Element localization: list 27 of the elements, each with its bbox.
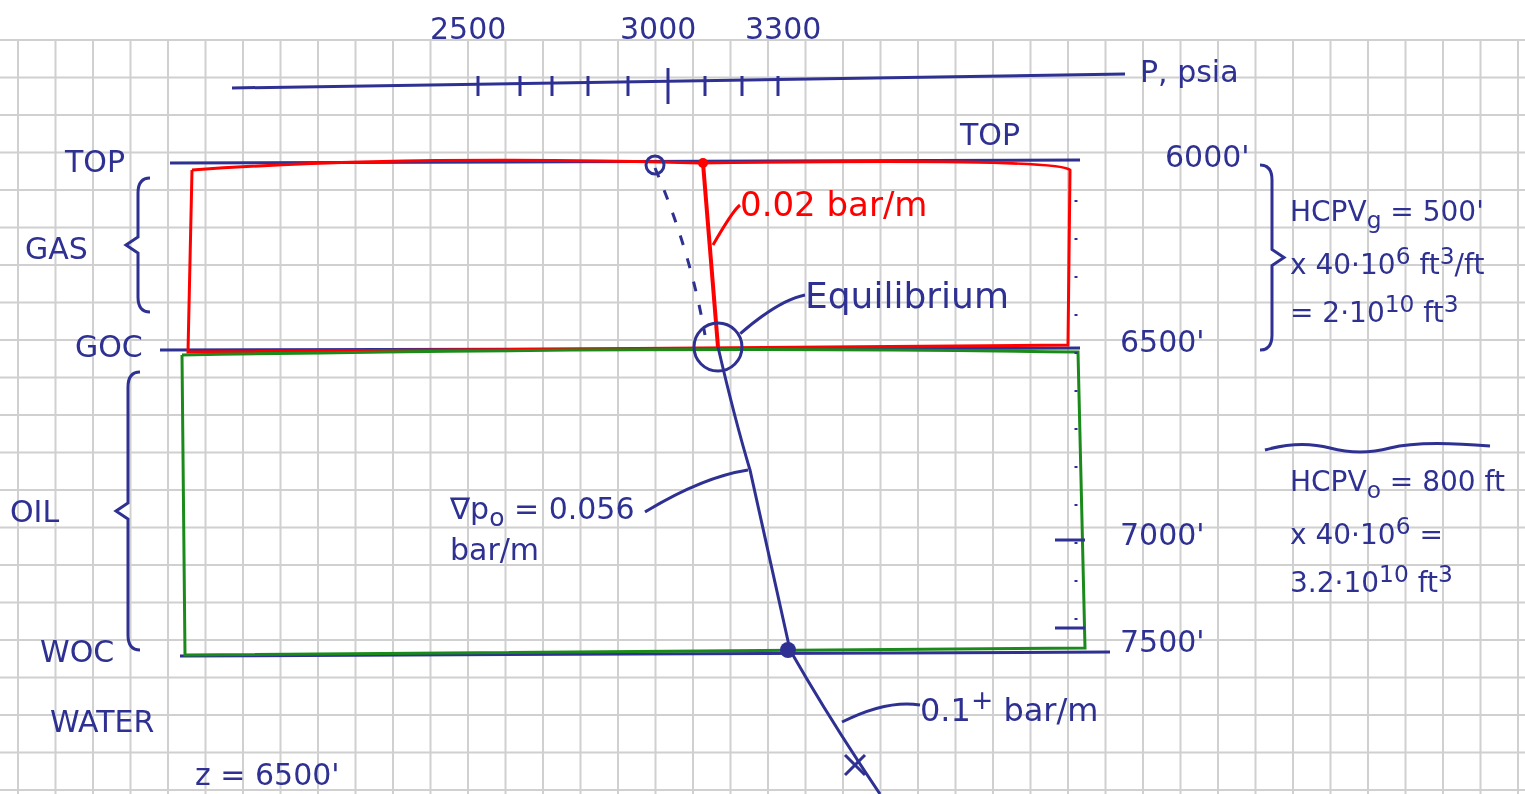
equilibrium-circle <box>692 321 744 373</box>
axis-title: P, psia <box>1140 55 1239 90</box>
zone-label: OIL <box>10 495 60 530</box>
gradient-label: 0.1$^{+}$ bar/m <box>920 685 1170 730</box>
depth-label: 7000' <box>1120 518 1205 553</box>
leader-line <box>711 203 742 246</box>
gradient-label: ∇p$_{o}$ = 0.056 bar/m <box>450 492 645 568</box>
calculation-text: HCPV$_{o}$ = 800 ft x 40·10$^{6}$ = 3.2·10$^{10}$ ft$^{3}$ <box>1290 464 1505 602</box>
gradient-label: 0.02 bar/m <box>740 185 1020 230</box>
calculation-text: HCPV$_{g}$ = 500' x 40·10$^{6}$ ft$^{3}$/ft = 2·10$^{10}$ ft$^{3}$ <box>1290 194 1486 332</box>
depth-label: 6500' <box>1120 325 1205 360</box>
depth-label: 6000' <box>1165 140 1250 175</box>
zone-label: GAS <box>25 232 88 267</box>
depth-label: 7500' <box>1120 625 1205 660</box>
leader-line <box>841 702 921 724</box>
zone-label: TOP <box>65 145 126 180</box>
tick-label: 3300 <box>745 12 822 47</box>
zone-label: WATER <box>50 705 155 740</box>
zone-label: TOP <box>960 118 1021 153</box>
tick-label: 2500 <box>430 12 507 47</box>
leader-line <box>644 468 749 514</box>
depth-note: z = 6500' <box>195 758 340 793</box>
contact-label: GOC <box>75 330 143 365</box>
leader-line <box>739 293 806 335</box>
tick-label: 3000 <box>620 12 697 47</box>
contact-label: WOC <box>40 635 115 670</box>
callout-label: Equilibrium <box>805 275 1060 325</box>
